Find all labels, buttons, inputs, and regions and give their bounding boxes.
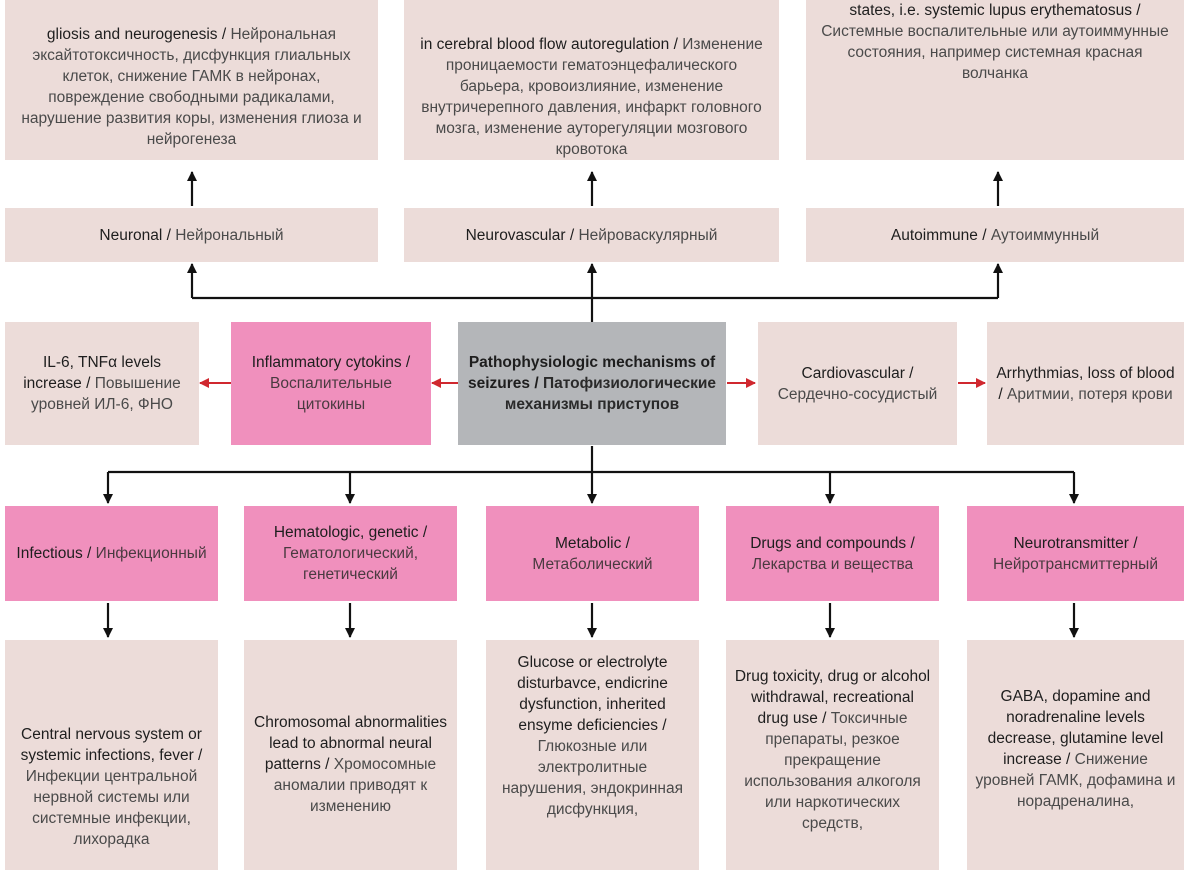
autoimmune-effect-en: states, i.e. systemic lupus erythematosu…	[849, 2, 1141, 19]
infectious-category-ru: Инфекционный	[95, 545, 207, 562]
metabolic-category-box: Metabolic / Метаболический	[486, 506, 699, 601]
neurotransmitter-effect-en: GABA, dopamine and noradrenaline levels …	[987, 688, 1164, 768]
infectious-effect-en: Central nervous system or systemic infec…	[20, 726, 203, 764]
neurovascular-effect-ru: Изменение проницаемости гематоэнцефаличе…	[421, 36, 763, 158]
drugs-effect-en: Drug toxicity, drug or alcohol withdrawa…	[734, 668, 931, 727]
metabolic-effect-ru: Глюкозные или электролитные нарушения, э…	[502, 738, 683, 818]
metabolic-effect-en: Glucose or electrolyte disturbavce, endi…	[517, 654, 668, 734]
hematologic-category-ru: Гематологический, генетический	[282, 545, 419, 583]
neuronal-category-ru: Нейрональный	[175, 226, 284, 244]
hematologic-effect-box: Chromosomal abnormalities lead to abnorm…	[244, 640, 457, 870]
neurotransmitter-category-en: Neurotransmitter /	[1013, 534, 1138, 552]
il6-effect-ru: Повышение уровней ИЛ-6, ФНО	[31, 375, 181, 413]
neurovascular-category-box: Neurovascular / Нейроваскулярный	[404, 208, 779, 262]
neurotransmitter-category-box: Neurotransmitter / Нейротрансмиттерный	[967, 506, 1184, 601]
hematologic-effect-en: Chromosomal abnormalities lead to abnorm…	[254, 714, 447, 773]
neuronal-category-en: Neuronal /	[99, 226, 171, 244]
autoimmune-category-en: Autoimmune /	[890, 226, 987, 244]
hematologic-category-box: Hematologic, genetic / Гематологический,…	[244, 506, 457, 601]
neuronal-effect-box: gliosis and neurogenesis / Нейрональная …	[5, 0, 378, 160]
il6-effect-en: IL-6, TNFα levels increase /	[23, 354, 162, 392]
autoimmune-category-ru: Аутоиммунный	[990, 226, 1100, 244]
autoimmune-category-box: Autoimmune / Аутоиммунный	[806, 208, 1184, 262]
drugs-category-ru: Лекарства и вещества	[751, 555, 914, 573]
inflammatory-cytokins-box: Inflammatory cytokins / Воспалительные ц…	[231, 322, 431, 445]
metabolic-category-ru: Метаболический	[532, 555, 653, 573]
infectious-category-box: Infectious / Инфекционный	[5, 506, 218, 601]
drugs-effect-ru: Токсичные препараты, резкое прекращение …	[744, 710, 921, 832]
infectious-category-en: Infectious /	[16, 545, 92, 562]
infectious-effect-ru: Инфекции центральной нервной системы или…	[25, 768, 198, 848]
cardiovascular-ru: Сердечно-сосудистый	[777, 385, 938, 403]
hematologic-effect-ru: Хромосомные аномалии приводят к изменени…	[273, 756, 437, 815]
neurotransmitter-effect-box: GABA, dopamine and noradrenaline levels …	[967, 640, 1184, 870]
drugs-category-en: Drugs and compounds /	[750, 534, 915, 552]
neurovascular-effect-en: in cerebral blood flow autoregulation /	[420, 36, 678, 53]
drugs-effect-box: Drug toxicity, drug or alcohol withdrawa…	[726, 640, 939, 870]
metabolic-category-en: Metabolic /	[555, 534, 630, 552]
metabolic-effect-box: Glucose or electrolyte disturbavce, endi…	[486, 640, 699, 870]
neurotransmitter-category-ru: Нейротрансмиттерный	[993, 555, 1158, 573]
infectious-effect-box: Central nervous system or systemic infec…	[5, 640, 218, 870]
il6-effect-box: IL-6, TNFα levels increase / Повышение у…	[5, 322, 199, 445]
arrhythmias-effect-ru: Аритмии, потеря крови	[1007, 385, 1173, 403]
hematologic-category-en: Hematologic, genetic /	[273, 524, 428, 541]
central-title-box: Pathophysiologic mechanisms of seizures …	[458, 322, 726, 445]
arrhythmias-effect-en: Arrhythmias, loss of blood /	[996, 364, 1175, 403]
neurovascular-effect-box: in cerebral blood flow autoregulation / …	[404, 0, 779, 160]
neuronal-effect-ru: Нейрональная эксайтотоксичность, дисфунк…	[21, 26, 362, 148]
autoimmune-effect-box: states, i.e. systemic lupus erythematosu…	[806, 0, 1184, 160]
cardiovascular-en: Cardiovascular /	[801, 364, 914, 382]
neurovascular-category-ru: Нейроваскулярный	[578, 226, 718, 244]
inflammatory-cytokins-ru: Воспалительные цитокины	[270, 375, 392, 413]
neurovascular-category-en: Neurovascular /	[465, 226, 575, 244]
arrhythmias-effect-box: Arrhythmias, loss of blood / Аритмии, по…	[987, 322, 1184, 445]
autoimmune-effect-ru: Системные воспалительные или аутоиммунны…	[821, 23, 1169, 82]
cardiovascular-box: Cardiovascular / Сердечно-сосудистый	[758, 322, 957, 445]
central-title-ru: Патофизиологические механизмы приступов	[504, 375, 717, 413]
inflammatory-cytokins-en: Inflammatory cytokins /	[251, 354, 411, 371]
central-title-en: Pathophysiologic mechanisms of seizures …	[467, 354, 716, 392]
neuronal-category-box: Neuronal / Нейрональный	[5, 208, 378, 262]
neuronal-effect-en: gliosis and neurogenesis /	[46, 26, 227, 43]
neurotransmitter-effect-ru: Снижение уровней ГАМК, дофамина и норадр…	[975, 751, 1176, 810]
drugs-category-box: Drugs and compounds / Лекарства и вещест…	[726, 506, 939, 601]
